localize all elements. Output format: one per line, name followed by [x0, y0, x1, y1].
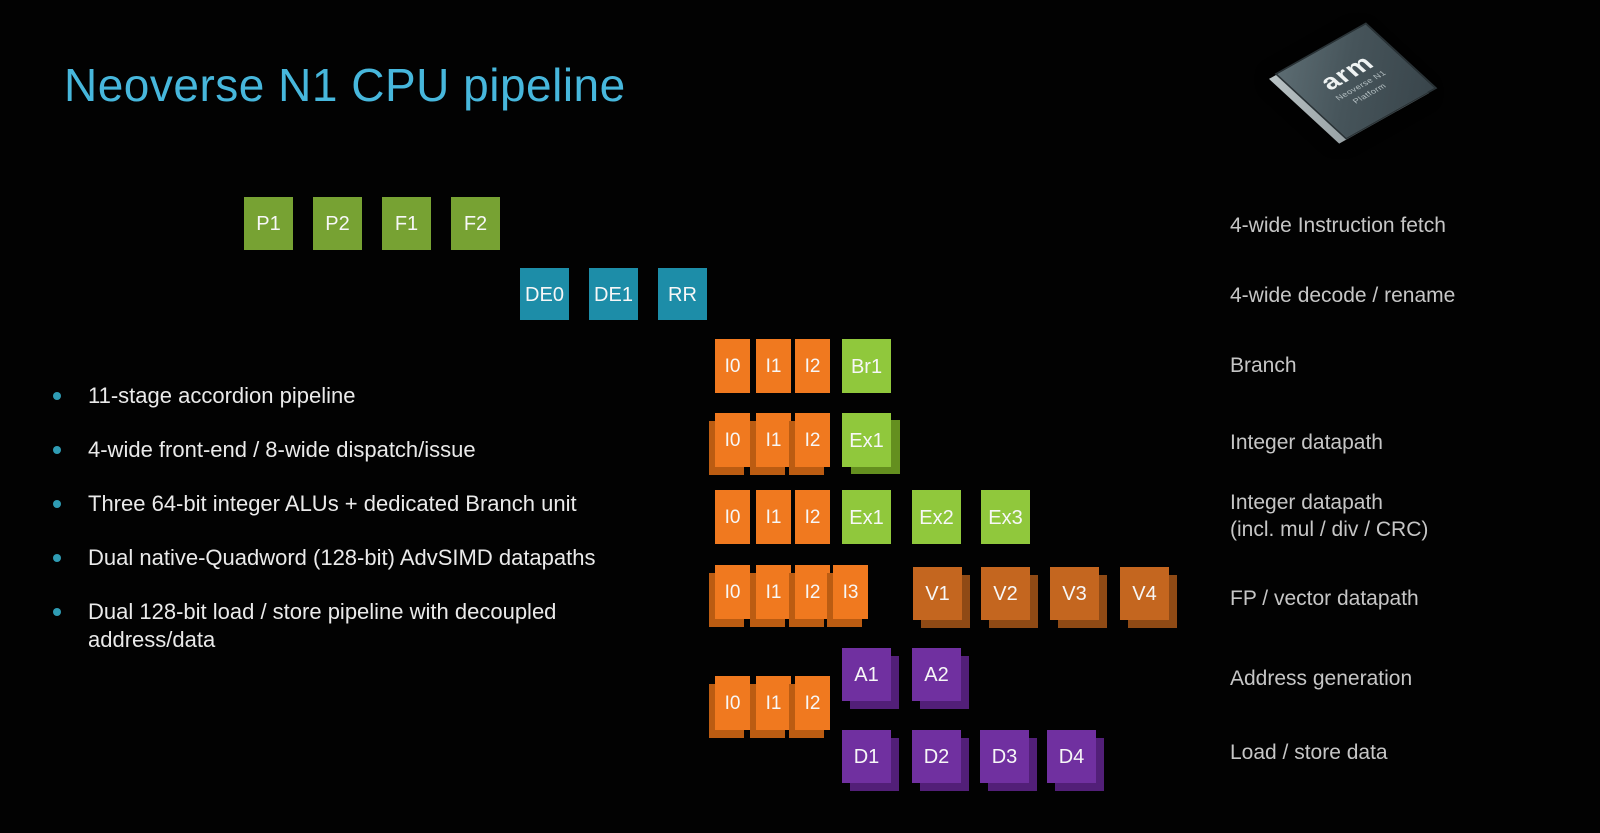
pipeline-box-int2-ex1: Ex1	[842, 490, 891, 544]
pipeline-box-fp-i2: I2	[795, 565, 830, 619]
bullet-dot-icon	[53, 500, 61, 508]
pipeline-box-int2-i1: I1	[756, 490, 791, 544]
pipeline-box-data-d2: D2	[912, 730, 961, 783]
pipeline-box-int1-i1: I1	[756, 413, 791, 467]
pipeline-box-int1-i0: I0	[715, 413, 750, 467]
bullet-dot-icon	[53, 392, 61, 400]
bullet-text: Dual 128-bit load / store pipeline with …	[88, 599, 557, 652]
arm-chip-logo: arm Neoverse N1 Platform	[1268, 18, 1444, 146]
stage-label: Address generation	[1230, 665, 1412, 692]
pipeline-box-fp-i0: I0	[715, 565, 750, 619]
stage-label-line: 4-wide Instruction fetch	[1230, 214, 1446, 237]
stage-label: Branch	[1230, 352, 1297, 379]
pipeline-box-int1-i2: I2	[795, 413, 830, 467]
stage-label-line: Address generation	[1230, 667, 1413, 690]
bullet-item: Three 64-bit integer ALUs + dedicated Br…	[53, 490, 658, 518]
pipeline-box-int2-ex2: Ex2	[912, 490, 961, 544]
pipeline-box-data-d1: D1	[842, 730, 891, 783]
pipeline-box-int2-i0: I0	[715, 490, 750, 544]
pipeline-box-int2-ex3: Ex3	[981, 490, 1030, 544]
stage-label-line: Integer datapath	[1230, 491, 1383, 514]
stage-label-line: FP / vector datapath	[1230, 587, 1419, 610]
stage-label: 4-wide Instruction fetch	[1230, 212, 1446, 239]
pipeline-box-fp-v3: V3	[1050, 567, 1099, 620]
stage-label-line: 4-wide decode / rename	[1230, 284, 1456, 307]
pipeline-box-branch-i1: I1	[756, 339, 791, 393]
pipeline-box-fetch-p1: P1	[244, 197, 293, 250]
bullet-item: 4-wide front-end / 8-wide dispatch/issue	[53, 436, 658, 464]
bullet-text: 4-wide front-end / 8-wide dispatch/issue	[88, 437, 476, 462]
chip-face: arm Neoverse N1 Platform	[1274, 22, 1438, 140]
bullet-dot-icon	[53, 446, 61, 454]
pipeline-box-fp-v1: V1	[913, 567, 962, 620]
bullet-text: 11-stage accordion pipeline	[88, 383, 356, 408]
pipeline-box-fetch-f2: F2	[451, 197, 500, 250]
stage-label: FP / vector datapath	[1230, 585, 1419, 612]
pipeline-box-decode-de0: DE0	[520, 268, 569, 320]
bullet-dot-icon	[53, 608, 61, 616]
pipeline-box-data-d4: D4	[1047, 730, 1096, 783]
pipeline-box-data-d3: D3	[980, 730, 1029, 783]
pipeline-box-int1-ex1: Ex1	[842, 413, 891, 467]
pipeline-box-ls-i0: I0	[715, 676, 750, 730]
pipeline-box-branch-br1: Br1	[842, 339, 891, 393]
pipeline-box-ls-i2: I2	[795, 676, 830, 730]
bullet-text: Three 64-bit integer ALUs + dedicated Br…	[88, 491, 577, 516]
pipeline-box-fp-v4: V4	[1120, 567, 1169, 620]
stage-label-line: Branch	[1230, 354, 1297, 377]
pipeline-box-decode-de1: DE1	[589, 268, 638, 320]
bullet-text: Dual native-Quadword (128-bit) AdvSIMD d…	[88, 545, 596, 570]
bullet-item: Dual native-Quadword (128-bit) AdvSIMD d…	[53, 544, 658, 572]
pipeline-box-addr-a1: A1	[842, 648, 891, 701]
pipeline-box-branch-i0: I0	[715, 339, 750, 393]
pipeline-box-int2-i2: I2	[795, 490, 830, 544]
pipeline-box-fp-v2: V2	[981, 567, 1030, 620]
stage-label: Load / store data	[1230, 739, 1388, 766]
bullet-item: 11-stage accordion pipeline	[53, 382, 658, 410]
bullet-item: Dual 128-bit load / store pipeline with …	[53, 598, 658, 654]
stage-label-line: (incl. mul / div / CRC)	[1230, 518, 1429, 541]
pipeline-box-fp-i3: I3	[833, 565, 868, 619]
pipeline-box-addr-a2: A2	[912, 648, 961, 701]
stage-label: 4-wide decode / rename	[1230, 282, 1455, 309]
stage-label-line: Load / store data	[1230, 741, 1388, 764]
pipeline-box-fetch-p2: P2	[313, 197, 362, 250]
bullet-list: 11-stage accordion pipeline 4-wide front-…	[53, 382, 658, 680]
stage-label: Integer datapath	[1230, 429, 1383, 456]
pipeline-box-fp-i1: I1	[756, 565, 791, 619]
stage-label-line: Integer datapath	[1230, 431, 1383, 454]
stage-label: Integer datapath (incl. mul / div / CRC)	[1230, 489, 1428, 543]
page-title: Neoverse N1 CPU pipeline	[64, 59, 626, 111]
pipeline-box-fetch-f1: F1	[382, 197, 431, 250]
pipeline-box-ls-i1: I1	[756, 676, 791, 730]
pipeline-box-decode-rr: RR	[658, 268, 707, 320]
bullet-dot-icon	[53, 554, 61, 562]
pipeline-box-branch-i2: I2	[795, 339, 830, 393]
